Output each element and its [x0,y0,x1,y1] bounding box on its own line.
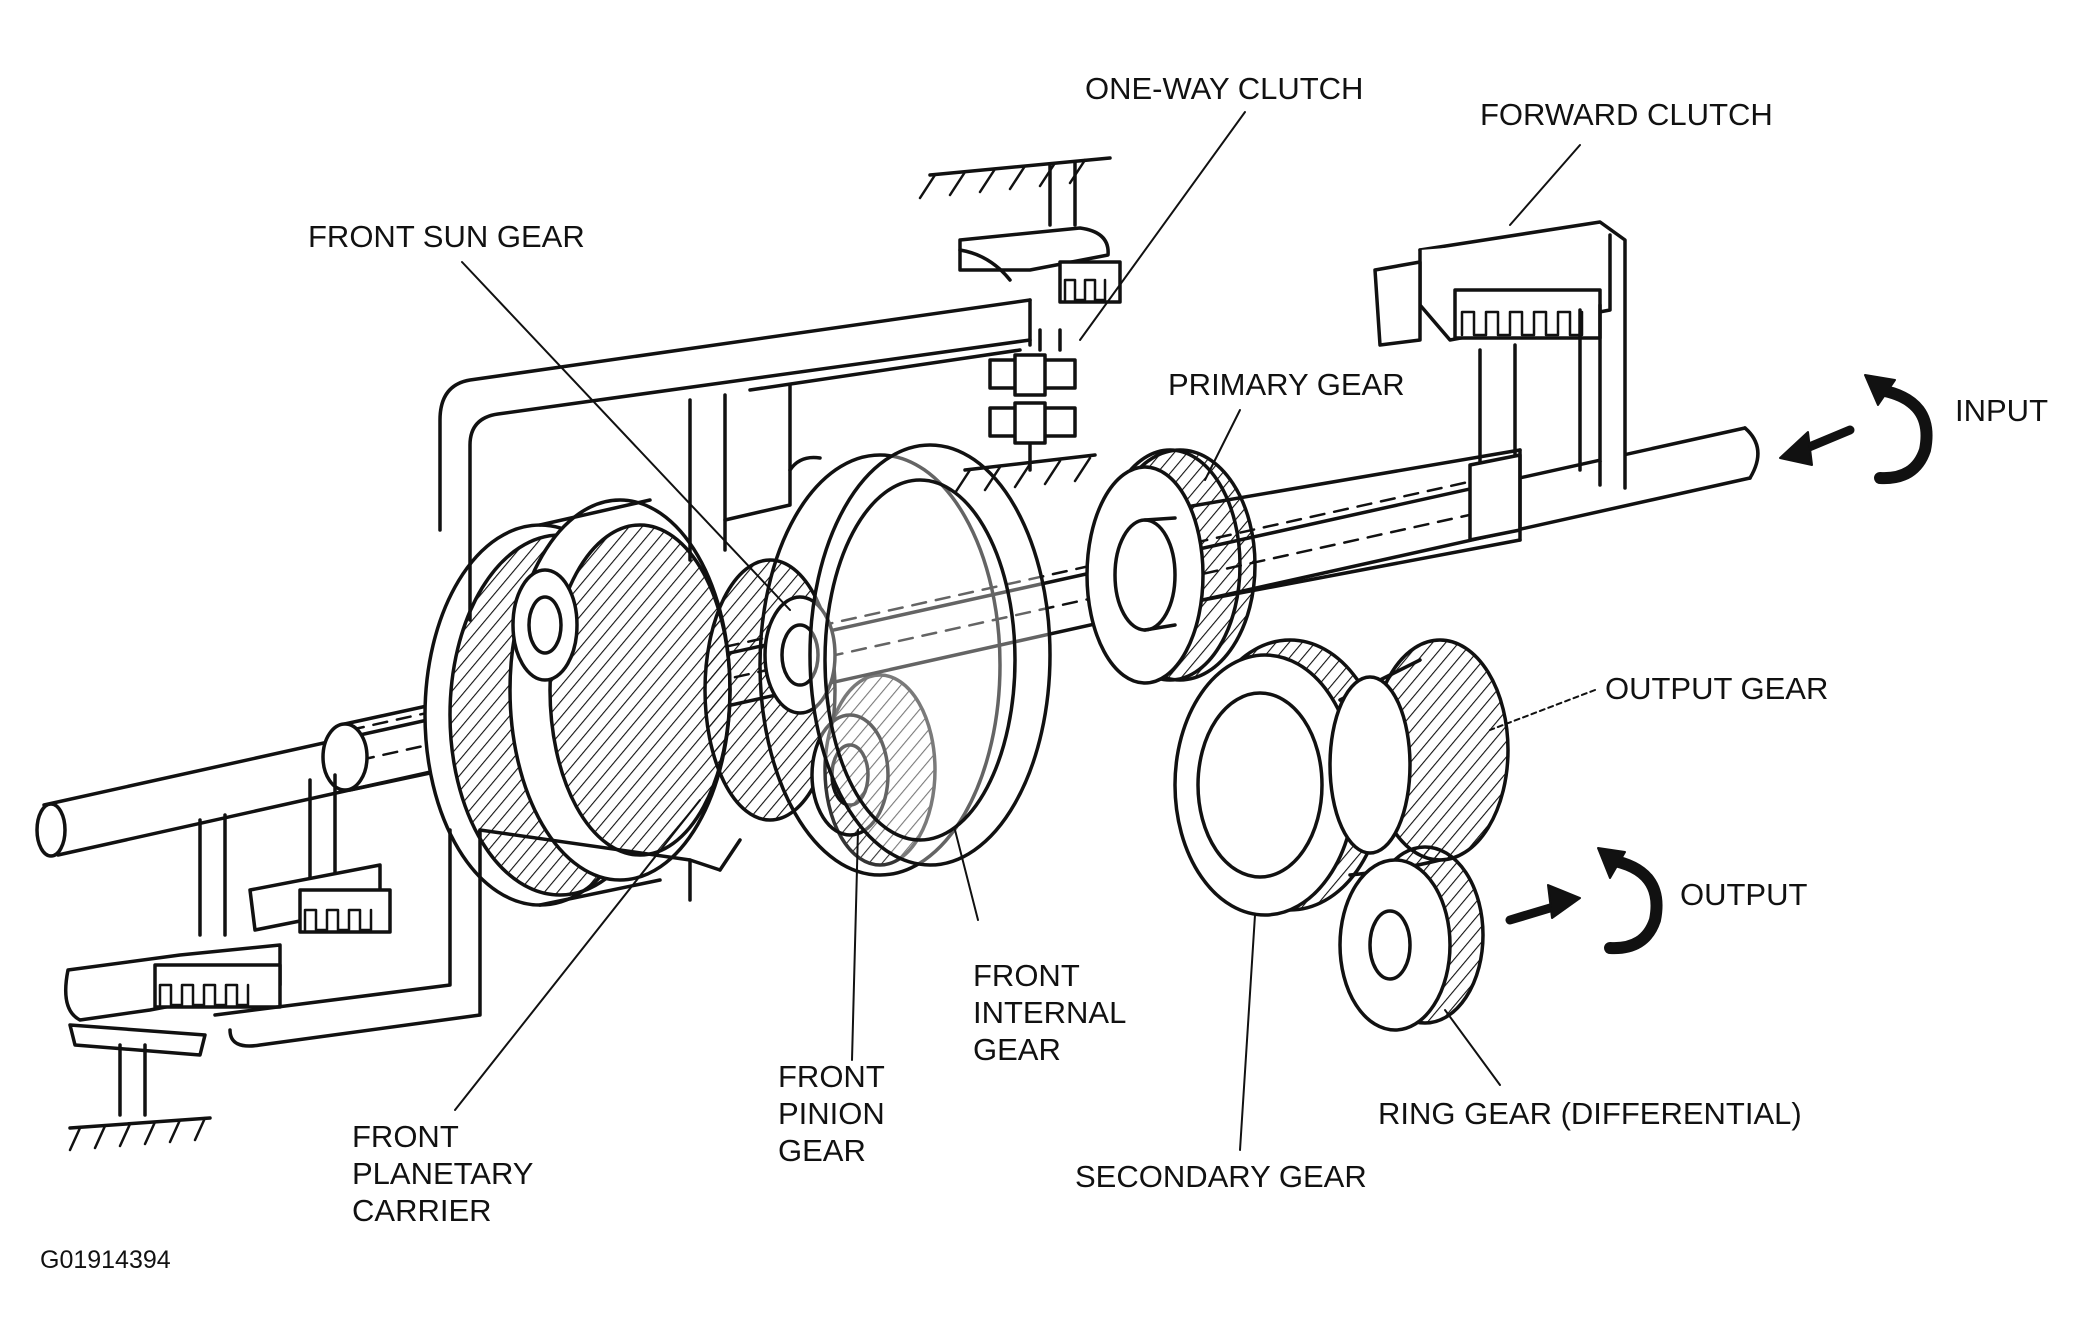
label-line: GEAR [973,1032,1061,1067]
figure-id: G01914394 [40,1246,171,1274]
label-line: FRONT [778,1059,885,1094]
label-output-gear: OUTPUT GEAR [1605,671,1829,706]
input-arrow-icon [1779,374,1933,485]
label-line: FRONT [973,958,1080,993]
secondary-gear [1173,638,1387,917]
label-secondary-gear: SECONDARY GEAR [1075,1159,1367,1194]
label-line: PINION [778,1096,885,1131]
front-planetary-carrier-drum [423,498,732,907]
leader-lines [454,111,1596,1151]
front-sun-gear-body [703,558,937,867]
label-forward-clutch: FORWARD CLUTCH [1480,97,1773,132]
output-gear [1328,638,1510,877]
label-primary-gear: PRIMARY GEAR [1168,367,1405,402]
upper-frame-arms [438,298,1032,622]
label-one-way-clutch: ONE-WAY CLUTCH [1085,71,1364,106]
label-front-planetary-carrier: FRONT PLANETARY CARRIER [352,1118,533,1229]
label-front-sun-gear: FRONT SUN GEAR [308,219,585,254]
label-ring-gear-differential: RING GEAR (DIFFERENTIAL) [1378,1096,1802,1131]
primary-gear [1085,448,1257,685]
label-line: GEAR [778,1133,866,1168]
label-front-pinion-gear: FRONT PINION GEAR [778,1058,885,1169]
forward-clutch-assembly [1373,220,1627,542]
label-line: FRONT [352,1119,459,1154]
label-input: INPUT [1955,393,2048,428]
label-output: OUTPUT [1680,877,1808,912]
label-front-internal-gear: FRONT INTERNAL GEAR [973,957,1126,1068]
lower-left-clutch-assembly [64,773,742,1152]
label-line: INTERNAL [973,995,1127,1030]
one-way-clutch-assembly [918,156,1122,495]
output-arrow-icon [1505,847,1663,955]
label-line: PLANETARY [352,1156,534,1191]
front-internal-gear-drum [758,443,1052,877]
ring-gear-differential [1338,845,1485,1032]
label-line: CARRIER [352,1193,492,1228]
